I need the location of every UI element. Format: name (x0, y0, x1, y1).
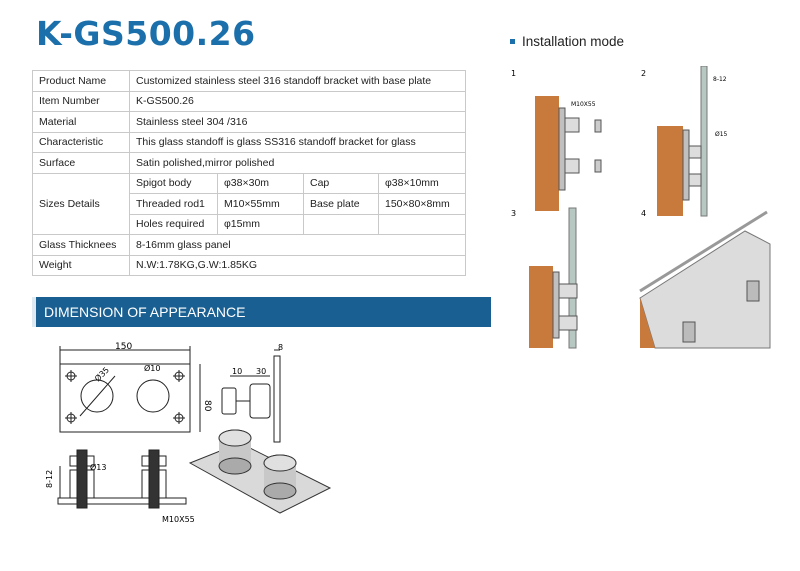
empty-cell (303, 213, 379, 235)
step-1: 1 M10X55 (511, 69, 602, 211)
material-value: Stainless steel 304 /316 (128, 111, 467, 133)
step-2: 2 8-12 Ø15 (641, 66, 728, 217)
spigot-body-label: Spigot body (129, 172, 218, 194)
item-number-value: K-GS500.26 (128, 90, 467, 112)
installation-heading-text: Installation mode (522, 34, 625, 49)
dimension-section-title: DIMENSION OF APPEARANCE (44, 304, 246, 320)
glass-thickness-label: Glass Thicknees (32, 234, 130, 256)
sizes-label: Sizes Details (32, 172, 130, 235)
step-number: 1 (511, 69, 516, 78)
spigot-body-value: φ38×30m (217, 172, 304, 194)
surface-label: Surface (32, 152, 130, 174)
empty-cell (377, 213, 467, 235)
cap-label: Cap (303, 172, 379, 194)
step-number: 2 (641, 69, 646, 78)
dimension-section-header: DIMENSION OF APPEARANCE (32, 297, 491, 327)
side-a-label: 10 (232, 367, 242, 376)
base-plate-outline (59, 363, 191, 433)
installation-drawings: 1 M10X55 2 8-12 Ø15 3 4 (511, 66, 771, 349)
table-row: Product Name Customized stainless steel … (32, 70, 467, 92)
step-4: 4 (639, 209, 771, 349)
material-label: Material (32, 111, 130, 133)
step-number: 4 (641, 209, 646, 218)
plate-side (273, 355, 281, 443)
table-row: Item Number K-GS500.26 (32, 90, 467, 112)
step1-label: M10X55 (571, 101, 596, 108)
bullet-icon (510, 39, 515, 44)
glass-thickness-value: 8-16mm glass panel (128, 234, 467, 256)
weight-value: N.W:1.78KG,G.W:1.85KG (128, 254, 467, 276)
threaded-rod-value: M10×55mm (217, 193, 304, 215)
large-hole-left (80, 379, 114, 413)
small-hole-label: Ø10 (144, 363, 160, 373)
dimension-drawing: 150 80 Ø35 Ø10 10 30 8 Ø13 8-12 M10X55 (45, 342, 332, 524)
plate-top-view (59, 346, 201, 433)
table-row: Weight N.W:1.78KG,G.W:1.85KG (32, 254, 467, 276)
header-accent (32, 297, 36, 327)
isometric-render (188, 429, 332, 514)
table-row: Glass Thicknees 8-16mm glass panel (32, 234, 467, 256)
side-b-label: 30 (256, 367, 266, 376)
threaded-rod-label: Threaded rod1 (129, 193, 218, 215)
large-hole-right (136, 379, 170, 413)
table-row: Material Stainless steel 304 /316 (32, 111, 467, 133)
table-row: Sizes Details Spigot body φ38×30m Cap φ3… (32, 172, 467, 235)
installation-heading: Installation mode (510, 34, 624, 49)
product-title: K-GS500.26 (36, 14, 256, 53)
characteristic-value: This glass standoff is glass SS316 stand… (128, 131, 467, 153)
height-label: 80 (202, 400, 212, 412)
rod-label: M10X55 (162, 515, 195, 524)
glass-range-label: 8-12 (45, 470, 54, 488)
step2-hole: Ø15 (715, 131, 728, 138)
holes-label: Holes required (129, 213, 218, 235)
side-view (221, 349, 281, 443)
table-row: Characteristic This glass standoff is gl… (32, 131, 467, 153)
thickness-label: 8 (278, 343, 283, 352)
step-number: 3 (511, 209, 516, 218)
cap-side (221, 387, 237, 415)
section-view (57, 449, 187, 509)
rod-dia-label: Ø13 (90, 462, 106, 472)
cap-value: φ38×10mm (377, 172, 467, 194)
base-plate-value: 150×80×8mm (377, 193, 467, 215)
width-label: 150 (115, 342, 132, 352)
holes-value: φ15mm (217, 213, 304, 235)
weight-label: Weight (32, 254, 130, 276)
spigot-side (249, 383, 271, 419)
product-name-label: Product Name (32, 70, 130, 92)
product-name-value: Customized stainless steel 316 standoff … (128, 70, 467, 92)
spec-table: Product Name Customized stainless steel … (32, 70, 467, 276)
surface-value: Satin polished,mirror polished (128, 152, 467, 174)
step-3: 3 (511, 207, 578, 349)
step2-gap: 8-12 (713, 76, 727, 83)
item-number-label: Item Number (32, 90, 130, 112)
base-plate-label: Base plate (303, 193, 379, 215)
table-row: Surface Satin polished,mirror polished (32, 152, 467, 174)
characteristic-label: Characteristic (32, 131, 130, 153)
